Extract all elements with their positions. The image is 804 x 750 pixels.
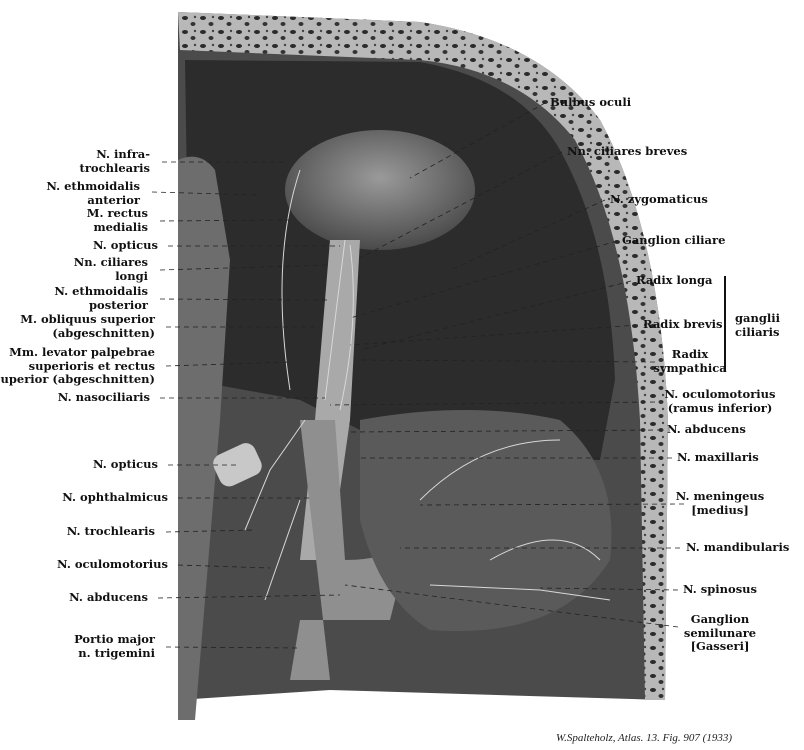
- label-line: superior (abgeschnitten): [0, 372, 155, 386]
- label-line: superioris et rectus: [28, 358, 155, 373]
- label-line: N. abducens: [667, 422, 746, 436]
- label-line: N. infra-: [96, 147, 150, 161]
- figure-caption: W.Spalteholz, Atlas. 13. Fig. 907 (1933): [556, 732, 732, 744]
- label-line: semilunare: [683, 625, 757, 640]
- label-line: Nn. ciliares: [73, 255, 148, 269]
- structure-label: N. oculomotorius(ramus inferior): [660, 387, 780, 415]
- label-line: posterior: [89, 297, 148, 312]
- label-line: N. maxillaris: [677, 450, 759, 464]
- label-line: (ramus inferior): [667, 400, 773, 415]
- structure-label: N. opticus: [92, 238, 158, 253]
- structure-label: N. opticus: [92, 457, 158, 472]
- structure-label: Nn. ciliares breves: [567, 144, 688, 159]
- label-line: N. ethmoidalis: [46, 179, 140, 193]
- label-line: N. zygomaticus: [610, 192, 708, 206]
- middle-cranial-fossa: [360, 410, 612, 632]
- label-line: Radix brevis: [643, 317, 723, 331]
- label-line: ciliaris: [735, 324, 780, 339]
- label-line: M. rectus: [86, 206, 148, 220]
- structure-label: N. zygomaticus: [610, 192, 708, 207]
- leader-lines: [151, 102, 685, 649]
- orbit-cavity: [185, 60, 615, 460]
- label-line: sympathica: [653, 360, 727, 375]
- label-line: N. meningeus: [675, 489, 765, 503]
- label-line: Ganglion: [690, 612, 750, 626]
- structure-label: N. nasociliaris: [57, 390, 150, 405]
- structure-label: N. maxillaris: [677, 450, 759, 465]
- label-line: N. ethmoidalis: [54, 284, 148, 298]
- label-line: N. trochlearis: [66, 524, 155, 538]
- label-line: [medius]: [691, 502, 749, 517]
- trigeminal-nerve-shape: [290, 420, 410, 680]
- label-line: N. nasociliaris: [57, 390, 150, 404]
- structure-label: N. ophthalmicus: [62, 490, 168, 505]
- nerve-fibres: [244, 169, 611, 601]
- label-line: N. oculomotorius: [664, 387, 776, 401]
- optic-nerve-cut: [213, 443, 262, 487]
- label-line: N. ophthalmicus: [62, 490, 168, 504]
- label-line: (abgeschnitten): [52, 325, 155, 340]
- label-line: trochlearis: [79, 160, 150, 175]
- medial-wall: [178, 156, 230, 720]
- structure-label: N. trochlearis: [66, 524, 155, 539]
- label-line: Nn. ciliares breves: [567, 144, 688, 158]
- structure-label: N. abducens: [69, 590, 148, 605]
- structure-label: Radix longa: [636, 273, 713, 288]
- label-line: medialis: [93, 219, 148, 234]
- label-line: Portio major: [74, 632, 155, 646]
- label-line: N. abducens: [69, 590, 148, 604]
- label-line: [Gasseri]: [690, 639, 750, 653]
- label-line: Ganglion ciliare: [622, 233, 726, 247]
- structure-label: N. mandibularis: [686, 540, 790, 555]
- structure-label: N. abducens: [667, 422, 746, 437]
- structure-label: N. oculomotorius: [57, 557, 168, 572]
- ganglii-ciliaris-bracket: [724, 276, 726, 372]
- structure-label: Ganglion ciliare: [622, 233, 726, 248]
- label-line: N. mandibularis: [686, 540, 790, 554]
- structure-label: N. meningeus[medius]: [660, 489, 780, 517]
- label-line: N. opticus: [92, 238, 158, 252]
- label-line: N. spinosus: [683, 582, 758, 596]
- label-line: Radix: [671, 347, 709, 361]
- label-line: N. oculomotorius: [57, 557, 168, 571]
- structure-label: Bulbus oculi: [550, 95, 632, 110]
- structure-label: M. obliquus superior(abgeschnitten): [20, 312, 155, 340]
- label-line: longi: [115, 268, 148, 283]
- bulbus-oculi-shape: [285, 130, 475, 250]
- label-line: n. trigemini: [78, 645, 155, 660]
- label-line: M. obliquus superior: [20, 312, 155, 326]
- label-line: Mm. levator palpebrae: [9, 345, 155, 359]
- label-line: Radix longa: [636, 273, 713, 287]
- label-line: N. opticus: [92, 457, 158, 471]
- structure-label: N. spinosus: [683, 582, 758, 597]
- label-ganglii-ciliaris: ganglii ciliaris: [735, 311, 781, 339]
- structure-label: N. infra-trochlearis: [79, 147, 150, 175]
- structure-label: Radix brevis: [643, 317, 723, 332]
- label-line: ganglii: [735, 311, 781, 325]
- label-line: Bulbus oculi: [550, 95, 632, 109]
- label-line: anterior: [87, 192, 140, 207]
